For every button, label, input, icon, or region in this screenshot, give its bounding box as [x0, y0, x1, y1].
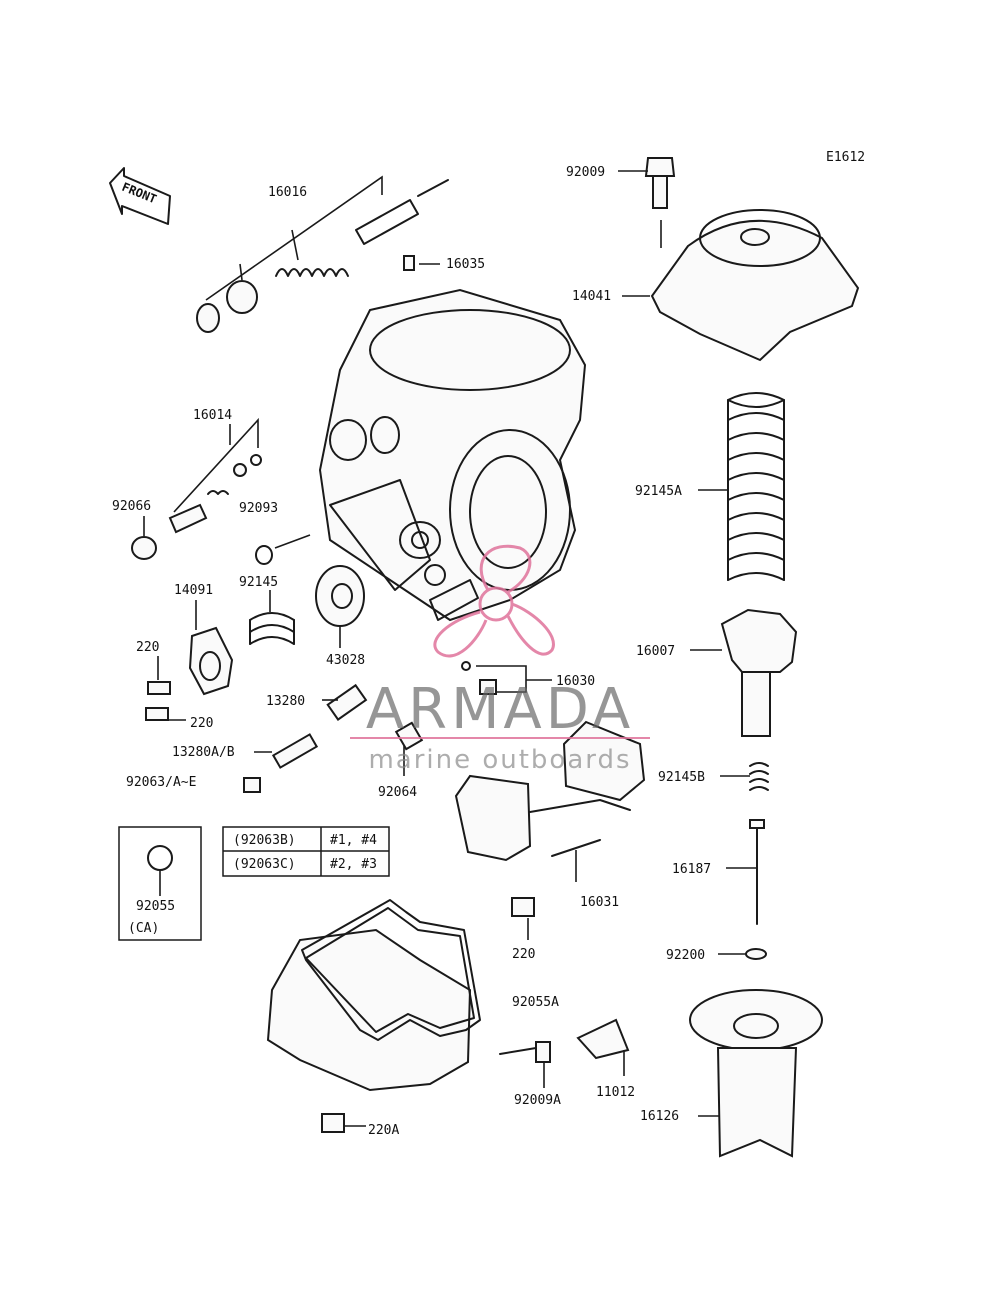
- watermark-tagline: marine outboards: [368, 745, 631, 775]
- label-92200: 92200: [666, 948, 705, 963]
- screw-220A: [321, 1113, 345, 1133]
- parts-16030: [461, 661, 497, 695]
- label-220A: 220A: [368, 1123, 399, 1138]
- diagram-code: E1612: [826, 150, 865, 165]
- screw-220-upper: [147, 681, 171, 695]
- label-14041: 14041: [572, 289, 611, 304]
- label-220-c: 220: [512, 947, 535, 962]
- label-92063: 92063/A~E: [126, 775, 196, 790]
- label-92145B: 92145B: [658, 770, 705, 785]
- label-14091: 14091: [174, 583, 213, 598]
- label-16014: 16014: [193, 408, 232, 423]
- float-16031: [454, 720, 646, 862]
- variant-row-2-part: (92063C): [233, 857, 296, 872]
- label-16187: 16187: [672, 862, 711, 877]
- cap-92066: [131, 536, 157, 560]
- oring-92093: [255, 545, 273, 565]
- jet-13280A: [271, 733, 319, 769]
- oring-92055: [147, 845, 173, 871]
- pilot-screw-assembly: [196, 179, 449, 333]
- needle-valve-92064: [394, 721, 424, 751]
- retainer-16007: [720, 608, 798, 737]
- watermark: ARMADA marine outboards: [350, 544, 650, 775]
- leader-lines: [143, 170, 756, 1127]
- label-92009A: 92009A: [514, 1093, 561, 1108]
- label-16030: 16030: [556, 674, 595, 689]
- top-cover-assembly: [644, 157, 860, 362]
- label-16031: 16031: [580, 895, 619, 910]
- label-ca: (CA): [128, 921, 159, 936]
- label-16126: 16126: [640, 1109, 679, 1124]
- diaphragm-43028: [315, 565, 365, 627]
- screw-220-float: [511, 897, 535, 917]
- jet-16035: [403, 255, 415, 271]
- label-13280AB: 13280A/B: [172, 745, 235, 760]
- variant-row-2-cylinders: #2, #3: [330, 857, 377, 872]
- part-labels: 92009 16016 16035 14041 16014 92066 9209…: [112, 165, 711, 1138]
- label-220-b: 220: [190, 716, 213, 731]
- screw-16014: [168, 454, 262, 534]
- screw-220-lower: [145, 707, 169, 721]
- watermark-brand: ARMADA: [366, 677, 634, 742]
- label-16016: 16016: [268, 185, 307, 200]
- label-43028: 43028: [326, 653, 365, 668]
- part-11012: [576, 1018, 630, 1060]
- front-arrow: FRONT: [109, 167, 171, 225]
- label-220-a: 220: [136, 640, 159, 655]
- needle-assembly: [745, 762, 769, 960]
- variant-table: (92063B) #1, #4 (92063C) #2, #3: [222, 826, 390, 877]
- jet-92063: [243, 777, 261, 793]
- label-16007: 16007: [636, 644, 675, 659]
- piston-16126: [689, 989, 823, 1158]
- carburetor-body: [318, 288, 587, 622]
- label-13280: 13280: [266, 694, 305, 709]
- variant-row-1-cylinders: #1, #4: [330, 833, 377, 848]
- label-16035: 16035: [446, 257, 485, 272]
- label-92066: 92066: [112, 499, 151, 514]
- label-11012: 11012: [596, 1085, 635, 1100]
- label-92055A: 92055A: [512, 995, 559, 1010]
- label-92093: 92093: [239, 501, 278, 516]
- screw-92009A: [499, 1041, 551, 1063]
- spring-92145: [249, 612, 295, 645]
- propeller-logo: [433, 544, 555, 658]
- label-92055: 92055: [136, 899, 175, 914]
- label-92145: 92145: [239, 575, 278, 590]
- cover-14091: [188, 626, 234, 696]
- label-92145A: 92145A: [635, 484, 682, 499]
- label-92009: 92009: [566, 165, 605, 180]
- jet-13280: [326, 683, 368, 721]
- label-92064: 92064: [378, 785, 417, 800]
- spring-92145A: [727, 392, 785, 581]
- float-bowl: [266, 899, 481, 1092]
- ca-box: [118, 826, 202, 941]
- variant-row-1-part: (92063B): [233, 833, 296, 848]
- front-arrow-label: FRONT: [120, 180, 159, 207]
